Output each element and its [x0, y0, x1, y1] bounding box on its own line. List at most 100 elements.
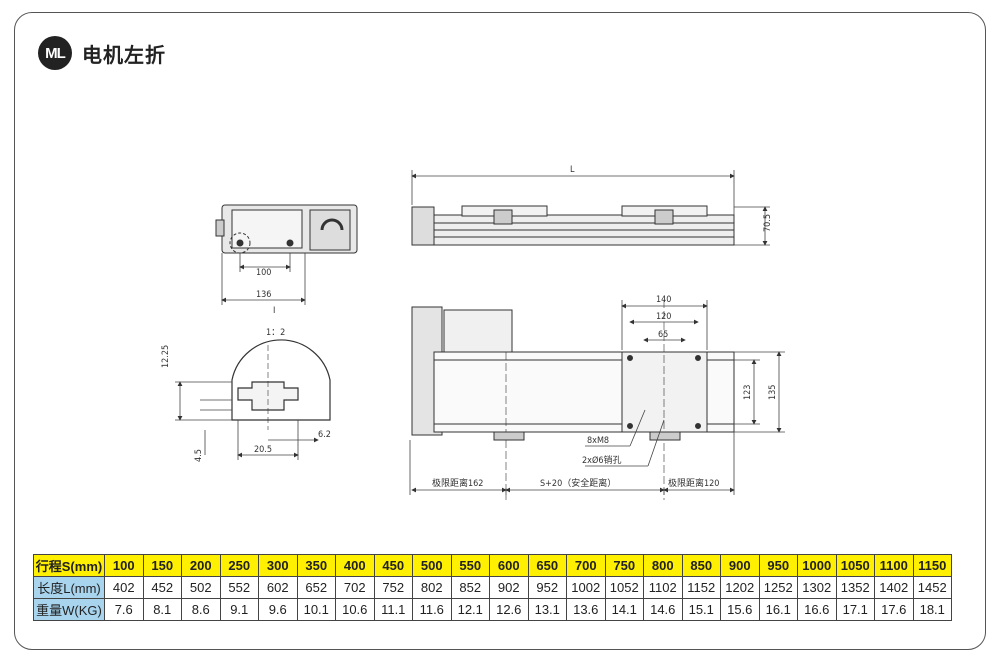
detail-label: I	[273, 306, 275, 316]
table-cell: 452	[142, 576, 182, 599]
table-cell: 1452	[912, 576, 952, 599]
section-header: ML 电机左折	[38, 36, 166, 70]
table-cell: 14.1	[604, 598, 644, 621]
table-cell: 1102	[643, 576, 683, 599]
table-cell: 700	[566, 554, 606, 577]
table-cell: 600	[489, 554, 529, 577]
table-cell: 800	[643, 554, 683, 577]
dim-limit-120: 极限距离120	[668, 477, 719, 489]
table-cell: 9.1	[219, 598, 259, 621]
table-cell: 802	[412, 576, 452, 599]
table-cell: 952	[527, 576, 567, 599]
table-cell: 852	[450, 576, 490, 599]
table-cell: 12.6	[489, 598, 529, 621]
table-cell: 750	[604, 554, 644, 577]
dim-140: 140	[656, 295, 671, 305]
note-m8: 8xM8	[587, 436, 609, 446]
table-cell: 9.6	[258, 598, 298, 621]
table-cell: 15.6	[720, 598, 760, 621]
table-cell: 650	[527, 554, 567, 577]
table-cell: 150	[142, 554, 182, 577]
table-cell: 950	[758, 554, 798, 577]
table-cell: 752	[373, 576, 413, 599]
row-header: 重量W(KG)	[33, 598, 105, 621]
table-cell: 1050	[835, 554, 875, 577]
table-cell: 11.6	[412, 598, 452, 621]
table-cell: 702	[335, 576, 375, 599]
table-cell: 1100	[874, 554, 914, 577]
dim-70-5: 70.5	[763, 214, 773, 232]
table-cell: 350	[296, 554, 336, 577]
table-cell: 1402	[874, 576, 914, 599]
table-cell: 10.6	[335, 598, 375, 621]
dim-12-25: 12.25	[161, 345, 171, 368]
table-cell: 16.6	[797, 598, 837, 621]
table-cell: 400	[335, 554, 375, 577]
table-cell: 14.6	[643, 598, 683, 621]
table-cell: 1000	[797, 554, 837, 577]
dim-limit-162: 极限距离162	[432, 477, 483, 489]
table-cell: 250	[219, 554, 259, 577]
dim-135: 135	[768, 385, 778, 400]
table-cell: 300	[258, 554, 298, 577]
table-cell: 902	[489, 576, 529, 599]
table-cell: 450	[373, 554, 413, 577]
table-cell: 11.1	[373, 598, 413, 621]
dim-123: 123	[743, 385, 753, 400]
table-cell: 1002	[566, 576, 606, 599]
table-cell: 552	[219, 576, 259, 599]
table-cell: 550	[450, 554, 490, 577]
row-header: 长度L(mm)	[33, 576, 105, 599]
side-view	[411, 205, 735, 246]
dim-136: 136	[256, 290, 271, 300]
page-frame	[14, 12, 986, 650]
dim-safety: S+20（安全距离）	[540, 477, 616, 489]
table-cell: 1252	[758, 576, 798, 599]
dim-120: 120	[656, 312, 671, 322]
table-cell: 8.1	[142, 598, 182, 621]
detail-profile	[231, 339, 331, 430]
table-cell: 13.1	[527, 598, 567, 621]
table-cell: 652	[296, 576, 336, 599]
table-cell: 402	[104, 576, 144, 599]
dim-20-5: 20.5	[254, 445, 272, 455]
table-cell: 15.1	[681, 598, 721, 621]
technical-drawing: 100 136 L 70.5 I 1：2 12.25 4.5 20.5	[161, 165, 785, 500]
table-cell: 850	[681, 554, 721, 577]
table-cell: 100	[104, 554, 144, 577]
dim-100: 100	[256, 268, 271, 278]
table-cell: 16.1	[758, 598, 798, 621]
dim-6-2: 6.2	[318, 430, 331, 440]
table-cell: 1152	[681, 576, 721, 599]
table-cell: 18.1	[912, 598, 952, 621]
detail-scale: 1：2	[266, 328, 285, 338]
table-cell: 7.6	[104, 598, 144, 621]
table-cell: 17.6	[874, 598, 914, 621]
table-cell: 200	[181, 554, 221, 577]
table-cell: 8.6	[181, 598, 221, 621]
table-cell: 17.1	[835, 598, 875, 621]
table-cell: 1352	[835, 576, 875, 599]
table-cell: 500	[412, 554, 452, 577]
table-cell: 1302	[797, 576, 837, 599]
row-header: 行程S(mm)	[33, 554, 105, 577]
end-view	[215, 204, 358, 254]
section-title: 电机左折	[82, 42, 166, 67]
table-cell: 1202	[720, 576, 760, 599]
top-view	[411, 300, 735, 500]
table-cell: 13.6	[566, 598, 606, 621]
table-cell: 602	[258, 576, 298, 599]
table-cell: 1052	[604, 576, 644, 599]
dim-65: 65	[658, 330, 668, 340]
dim-L: L	[570, 165, 575, 175]
table-cell: 10.1	[296, 598, 336, 621]
model-badge: ML	[38, 36, 72, 70]
note-pin: 2xØ6销孔	[582, 454, 621, 466]
table-cell: 502	[181, 576, 221, 599]
table-cell: 900	[720, 554, 760, 577]
table-cell: 1150	[912, 554, 952, 577]
